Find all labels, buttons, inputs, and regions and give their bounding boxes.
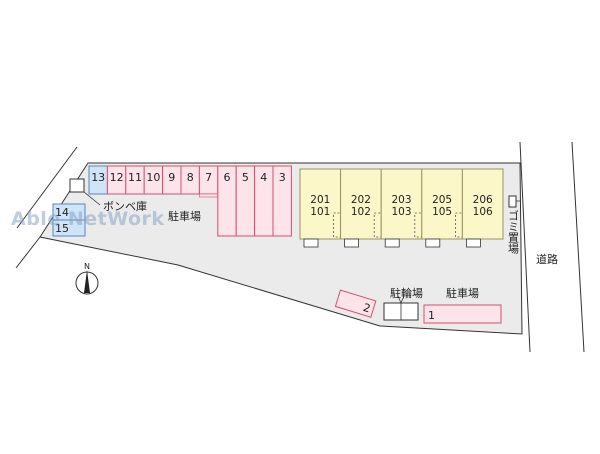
bay-13-number: 13 xyxy=(91,171,105,184)
bay-7-number: 7 xyxy=(205,171,212,184)
gas-storage-leader xyxy=(83,191,101,206)
boundary-line xyxy=(15,236,41,269)
road-edge-right xyxy=(571,141,585,353)
gas-storage-marker xyxy=(69,178,85,193)
unit-number-upper: 205 xyxy=(432,194,452,206)
parking-main-label: 駐車場 xyxy=(168,209,201,223)
unit-block xyxy=(461,168,504,240)
parking-bay-5: 5 xyxy=(235,165,256,237)
unit-number-upper: 201 xyxy=(310,194,330,206)
unit-number-lower: 105 xyxy=(432,206,452,218)
bicycle-leader xyxy=(400,295,405,304)
parking-bay-7: 7 xyxy=(198,165,219,198)
unit-porch xyxy=(303,238,319,248)
parking-right-label: 駐車場 xyxy=(446,286,479,300)
bay-6-number: 6 xyxy=(224,171,231,184)
bay-11-number: 11 xyxy=(128,171,142,184)
bay-2-rect xyxy=(334,289,377,318)
unit-number-lower: 101 xyxy=(310,206,330,218)
bay-5-number: 5 xyxy=(242,171,249,184)
bay-8-number: 8 xyxy=(187,171,194,184)
parking-bay-3: 3 xyxy=(272,165,292,237)
bicycle-parking-label: 駐輪場 xyxy=(390,286,423,300)
garbage-marker xyxy=(508,195,517,208)
bay-14-number: 14 xyxy=(55,206,69,219)
bay-9-number: 9 xyxy=(168,171,175,184)
parking-bay-8: 8 xyxy=(180,165,200,195)
parking-bay-12: 12 xyxy=(106,165,127,195)
bay-3-number: 3 xyxy=(279,171,286,184)
watermark: Able NetWork xyxy=(11,208,165,230)
compass-needle xyxy=(84,270,90,293)
bay-10-number: 10 xyxy=(146,171,160,184)
parking-bay-9: 9 xyxy=(162,165,182,195)
parking-bay-4: 4 xyxy=(254,165,274,237)
bay-7-tail xyxy=(199,193,219,198)
unit-number-upper: 206 xyxy=(473,194,493,206)
bay-15-rect xyxy=(52,219,86,237)
unit-number-upper: 202 xyxy=(351,194,371,206)
parking-bay-2: 2 xyxy=(334,289,377,318)
bay-1-number: 1 xyxy=(428,309,435,322)
bicycle-leader xyxy=(397,295,402,304)
parking-bay-13: 13 xyxy=(88,165,108,195)
parking-bay-11: 11 xyxy=(125,165,145,195)
north-compass: N xyxy=(75,262,99,295)
unit-porch xyxy=(465,238,481,248)
road-edge-left xyxy=(519,141,531,353)
bay-15-number: 15 xyxy=(55,222,69,235)
unit-porch xyxy=(344,238,360,248)
parking-bay-10: 10 xyxy=(143,165,164,195)
unit-number-lower: 106 xyxy=(473,206,493,218)
parking-bay-15: 15 xyxy=(52,219,86,237)
parking-bay-1 xyxy=(423,304,502,324)
bay-2-number: 2 xyxy=(362,301,372,315)
parking-bay-14: 14 xyxy=(52,203,86,221)
bay-3-rect xyxy=(272,165,292,237)
unit-number-lower: 103 xyxy=(391,206,411,218)
boundary-line xyxy=(16,146,78,229)
unit-porch xyxy=(425,238,441,248)
unit-number-lower: 102 xyxy=(351,206,371,218)
compass-north-label: N xyxy=(84,262,90,271)
gas-storage-label: ボンベ庫 xyxy=(103,199,147,213)
bay-4-number: 4 xyxy=(260,171,267,184)
parking-bay-6: 6 xyxy=(217,165,237,237)
bay-12-number: 12 xyxy=(110,171,124,184)
road-label: 道路 xyxy=(536,252,558,266)
unit-porch xyxy=(384,238,400,248)
unit-number-upper: 203 xyxy=(391,194,411,206)
garbage-label: ゴミ置場 xyxy=(507,209,520,255)
